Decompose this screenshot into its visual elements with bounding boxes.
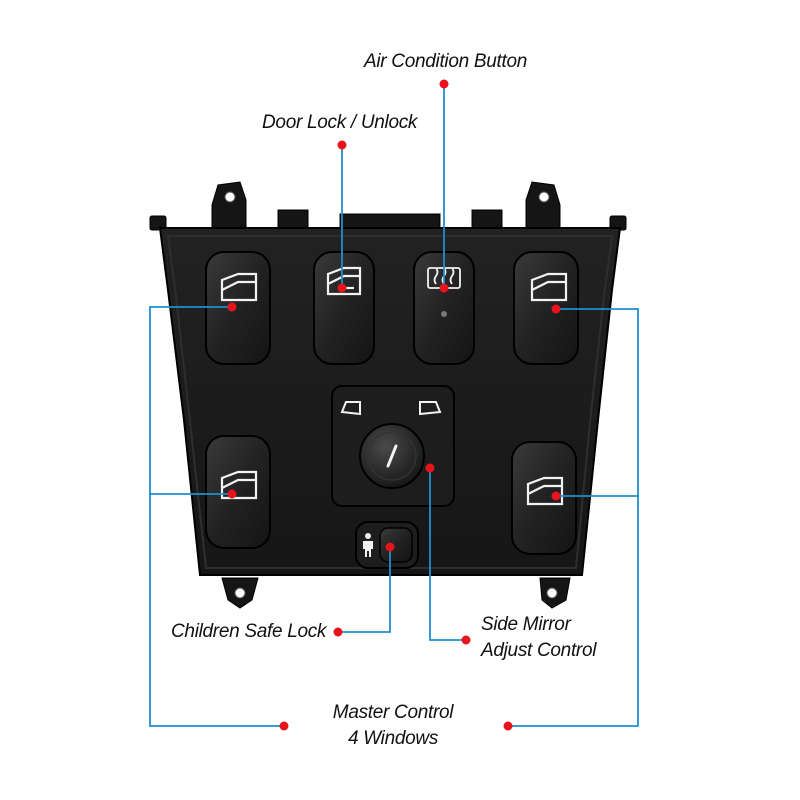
left-mirror-icon bbox=[340, 401, 361, 416]
marker-dot bbox=[461, 635, 471, 645]
right-mirror-icon bbox=[419, 401, 442, 416]
label-side-mirror-line2: Adjust Control bbox=[481, 640, 597, 661]
window-icon bbox=[526, 476, 564, 506]
window-icon bbox=[530, 272, 568, 302]
marker-dot bbox=[227, 489, 237, 499]
marker-dot bbox=[425, 463, 435, 473]
leader-master-right bbox=[507, 308, 639, 727]
label-children-lock: Children Safe Lock bbox=[171, 621, 327, 642]
label-side-mirror: Side Mirror Adjust Control bbox=[481, 612, 596, 664]
door-lock-button[interactable] bbox=[313, 251, 375, 365]
marker-dot bbox=[439, 283, 449, 293]
window-button-front-right[interactable] bbox=[513, 251, 579, 365]
marker-dot bbox=[227, 302, 237, 312]
side-mirror-adjust-control[interactable] bbox=[331, 385, 455, 507]
marker-dot bbox=[551, 304, 561, 314]
window-icon bbox=[220, 272, 258, 302]
marker-dot bbox=[337, 140, 347, 150]
indicator-led bbox=[441, 311, 447, 317]
leader-master-left bbox=[149, 306, 285, 727]
marker-dot bbox=[439, 79, 449, 89]
marker-dot bbox=[551, 491, 561, 501]
window-icon bbox=[220, 470, 258, 500]
marker-dot bbox=[279, 721, 289, 731]
label-master-control: Master Control 4 Windows bbox=[318, 700, 468, 752]
panel-inner-edge bbox=[166, 235, 614, 569]
label-side-mirror-line1: Side Mirror bbox=[481, 614, 571, 635]
mounting-holes bbox=[224, 191, 558, 599]
leader-lines bbox=[149, 83, 639, 727]
window-button-rear-left[interactable] bbox=[205, 435, 271, 549]
window-button-front-left[interactable] bbox=[205, 251, 271, 365]
label-master-line2: 4 Windows bbox=[347, 728, 439, 749]
label-master-line1: Master Control bbox=[332, 702, 454, 723]
label-air-condition: Air Condition Button bbox=[364, 51, 527, 72]
leader-children-lock bbox=[337, 546, 391, 633]
knob-indicator bbox=[386, 444, 398, 468]
marker-dot bbox=[333, 627, 343, 637]
marker-dot bbox=[337, 283, 347, 293]
child-lock-icon bbox=[363, 533, 373, 557]
leader-side-mirror bbox=[429, 467, 467, 641]
label-door-lock: Door Lock / Unlock bbox=[262, 112, 418, 133]
window-button-rear-right[interactable] bbox=[511, 441, 577, 555]
marker-dot bbox=[503, 721, 513, 731]
marker-dots bbox=[227, 79, 561, 731]
marker-dot bbox=[385, 542, 395, 552]
